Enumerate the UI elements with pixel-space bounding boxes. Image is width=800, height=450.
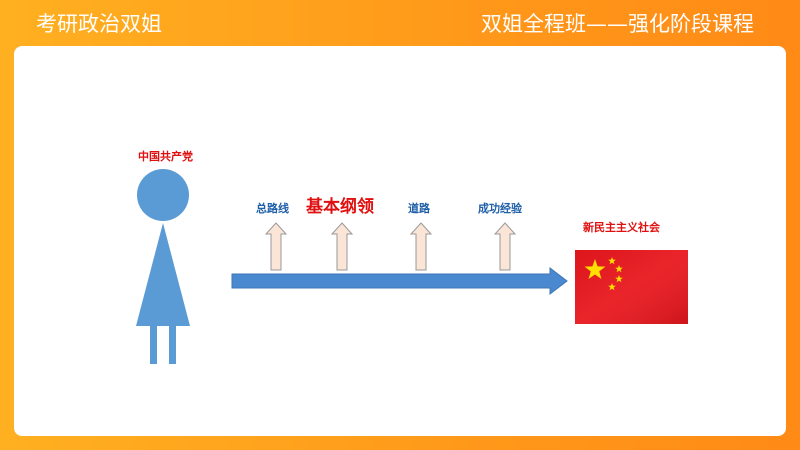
target-label: 新民主主义社会 xyxy=(583,221,660,234)
item-label-1: 总路线 xyxy=(256,202,289,215)
up-arrow-2 xyxy=(330,222,354,271)
header-left-title: 考研政治双姐 xyxy=(36,12,162,36)
person-left-leg xyxy=(150,326,157,364)
main-arrow xyxy=(231,266,568,296)
flag-shade xyxy=(575,250,688,324)
china-flag-icon xyxy=(575,250,688,324)
person-body xyxy=(136,223,190,326)
header-right-title: 双姐全程班——强化阶段课程 xyxy=(481,12,754,36)
up-arrow-1 xyxy=(264,222,288,271)
item-label-3: 道路 xyxy=(408,202,430,215)
flag-big-star xyxy=(584,259,606,279)
person-figure-icon xyxy=(136,169,190,364)
flag-small-star-2 xyxy=(615,265,623,273)
flag-small-star-1 xyxy=(608,257,616,265)
item-label-2: 基本纲领 xyxy=(306,197,374,217)
person-head xyxy=(137,169,189,221)
up-arrow-4 xyxy=(493,222,517,271)
content-card xyxy=(14,46,786,436)
flag-small-star-3 xyxy=(615,275,623,283)
flag-small-star-4 xyxy=(608,283,616,291)
figure-label: 中国共产党 xyxy=(138,150,193,163)
up-arrow-3 xyxy=(409,222,433,271)
item-label-4: 成功经验 xyxy=(478,202,522,215)
person-right-leg xyxy=(169,326,176,364)
